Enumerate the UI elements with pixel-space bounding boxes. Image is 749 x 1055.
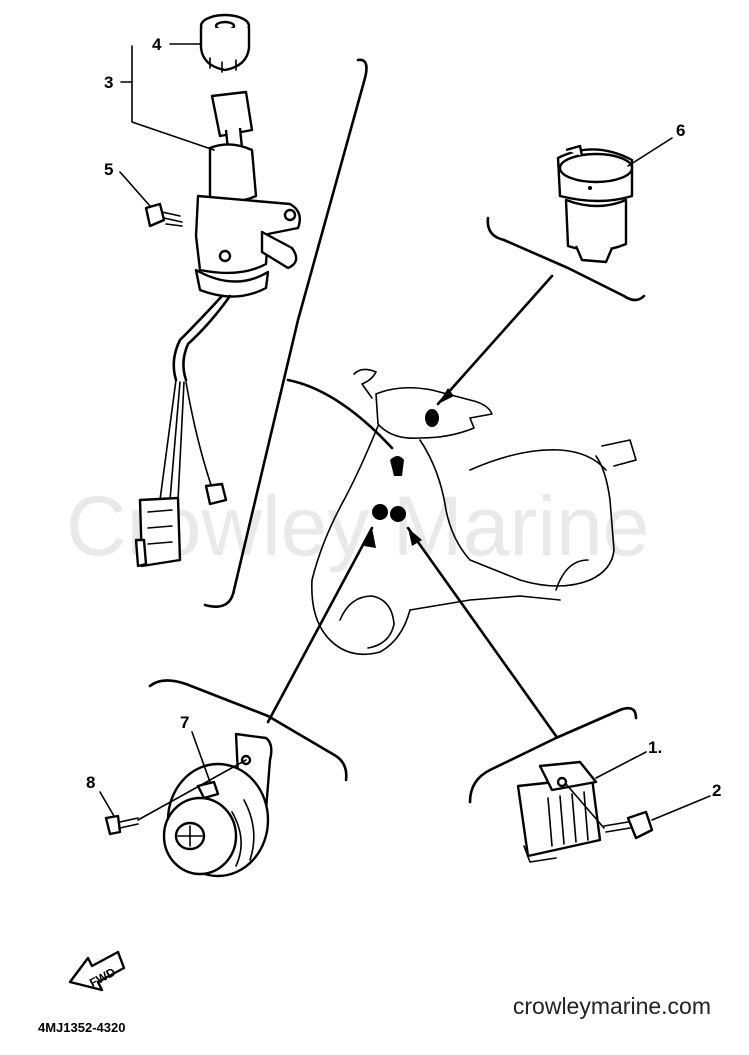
relay-pointer-arrowhead <box>438 388 454 404</box>
horn-pointer-arrowhead <box>364 528 376 548</box>
callout-7-leader <box>191 731 211 783</box>
callout-8: 8 <box>86 773 95 792</box>
callout-2-leader <box>651 795 711 821</box>
main-switch-group[interactable] <box>134 13 368 608</box>
switch-bolt[interactable] <box>144 202 183 228</box>
scooter-outline <box>311 368 637 656</box>
callout-5: 5 <box>104 160 113 179</box>
main-switch-bracket <box>203 58 368 608</box>
callout-6: 6 <box>676 121 685 140</box>
switch-pointer-line <box>286 378 394 450</box>
switch-cap[interactable] <box>199 13 251 73</box>
switch-wire-harness <box>134 294 232 568</box>
callout-5-leader <box>119 171 151 207</box>
horn-bracket <box>148 679 348 782</box>
switch-body[interactable] <box>194 143 301 298</box>
switch-location-marker <box>390 456 404 476</box>
callout-2: 2 <box>712 781 721 800</box>
diagram-code: 4MJ1352-4320 <box>38 1020 125 1035</box>
rectifier-bolt[interactable] <box>603 810 654 840</box>
rectifier-pointer-line <box>406 526 558 738</box>
callout-1-leader <box>595 751 647 779</box>
fwd-arrow-icon <box>68 950 126 992</box>
relay-pointer-line <box>436 274 554 406</box>
callout-8-leader <box>99 791 115 817</box>
fwd-arrow: FWD <box>68 950 126 992</box>
callout-1: 1. <box>648 738 662 757</box>
callout-3: 3 <box>104 73 113 92</box>
rectifier-location-marker <box>390 506 406 522</box>
relay-group[interactable] <box>486 144 646 302</box>
horn-group[interactable] <box>148 679 348 878</box>
website-watermark: crowleymarine.com <box>512 993 711 1019</box>
ignition-key[interactable] <box>210 90 254 152</box>
callout-3-leader <box>120 45 215 151</box>
horn-screw-leader <box>137 759 247 821</box>
rectifier-bolt-leader <box>565 783 605 829</box>
rectifier-bracket <box>468 706 638 804</box>
relay-bracket <box>486 216 646 302</box>
horn-pointer-line <box>266 526 374 724</box>
callout-4: 4 <box>152 35 162 54</box>
rectifier-group[interactable] <box>468 706 638 863</box>
callout-6-leader <box>627 137 673 167</box>
callout-7: 7 <box>180 713 189 732</box>
horn-location-marker <box>372 504 388 520</box>
horn-screw[interactable] <box>104 814 139 836</box>
relay-location-marker <box>425 409 439 427</box>
rectifier-pointer-arrowhead <box>408 528 422 546</box>
